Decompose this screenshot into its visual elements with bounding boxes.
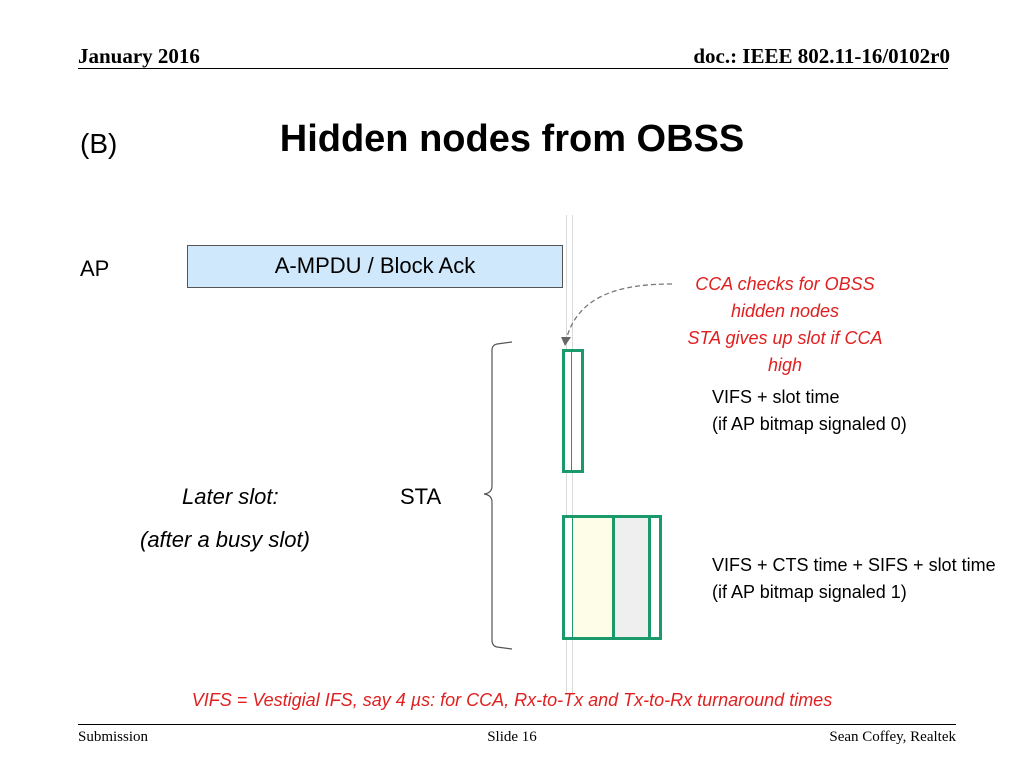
later-slot-label: Later slot: bbox=[182, 484, 279, 509]
ampdu-label: A-MPDU / Block Ack bbox=[274, 253, 476, 278]
ampdu-block: A-MPDU / Block Ack bbox=[187, 245, 563, 288]
after-busy-slot-label: (after a busy slot) bbox=[140, 527, 310, 552]
cca-note-line: hidden nodes bbox=[730, 301, 840, 321]
cts-segment bbox=[573, 518, 615, 637]
cca-arrowhead bbox=[561, 337, 571, 346]
footer-divider bbox=[78, 724, 956, 725]
footer-author: Sean Coffey, Realtek bbox=[829, 729, 956, 745]
footer-submission: Submission bbox=[78, 729, 149, 745]
slot1-note: VIFS + CTS time + SIFS + slot time (if A… bbox=[712, 552, 996, 606]
header-divider bbox=[78, 68, 948, 69]
sta-brace bbox=[483, 341, 513, 650]
footer-slide-number: Slide 16 bbox=[487, 729, 537, 745]
cca-note-line: STA gives up slot if CCA bbox=[687, 328, 883, 348]
slide-title: Hidden nodes from OBSS bbox=[279, 118, 745, 160]
cca-note-line: CCA checks for OBSS bbox=[695, 274, 875, 294]
vifs-footnote: VIFS = Vestigial IFS, say 4 µs: for CCA,… bbox=[191, 690, 833, 710]
cca-dashed-arrow bbox=[565, 283, 673, 341]
ap-label: AP bbox=[80, 256, 110, 281]
header-doc-id: doc.: IEEE 802.11-16/0102r0 bbox=[693, 44, 950, 68]
slot1-note-line: (if AP bitmap signaled 1) bbox=[712, 582, 907, 602]
header-date: January 2016 bbox=[78, 44, 200, 68]
slot-bitmap1-box bbox=[562, 515, 662, 640]
slot-bitmap0-box bbox=[562, 349, 584, 473]
vifs-segment bbox=[565, 518, 573, 637]
slide-label: (B) bbox=[80, 128, 118, 159]
slot0-note-line: VIFS + slot time bbox=[712, 387, 840, 407]
cca-note: CCA checks for OBSS hidden nodes STA giv… bbox=[655, 271, 915, 379]
slot1-note-line: VIFS + CTS time + SIFS + slot time bbox=[712, 555, 996, 575]
slot0-note-line: (if AP bitmap signaled 0) bbox=[712, 414, 907, 434]
slot-bitmap0-divider bbox=[571, 352, 572, 470]
cca-note-line: high bbox=[767, 355, 803, 375]
sifs-segment bbox=[615, 518, 651, 637]
slot-segment bbox=[651, 518, 659, 637]
sta-label: STA bbox=[400, 484, 442, 509]
slot0-note: VIFS + slot time (if AP bitmap signaled … bbox=[712, 384, 907, 438]
